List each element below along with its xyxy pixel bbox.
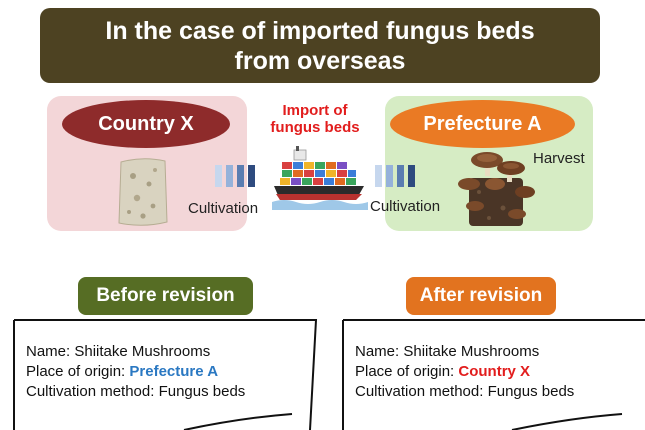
progress-arrow-icon <box>215 165 255 187</box>
harvest-label: Harvest <box>533 150 585 167</box>
before-card-curl <box>184 414 292 430</box>
arrow-bar-3 <box>237 165 244 187</box>
shiitake-cluster-icon <box>455 148 537 228</box>
after-origin-prefix: Place of origin: <box>355 363 458 380</box>
progress-arrow-icon-right <box>375 165 415 187</box>
country-x-badge: Country X <box>62 100 230 148</box>
country-x-label: Country X <box>98 113 194 136</box>
after-revision-text: After revision <box>420 285 542 307</box>
after-label-card: Name: Shiitake Mushrooms Place of origin… <box>355 342 574 402</box>
after-name-line: Name: Shiitake Mushrooms <box>355 342 574 362</box>
arrow-bar-1 <box>215 165 222 187</box>
after-method-line: Cultivation method: Fungus beds <box>355 382 574 402</box>
before-origin-line: Place of origin: Prefecture A <box>26 362 245 382</box>
arrow-bar-4 <box>248 165 255 187</box>
before-method-line: Cultivation method: Fungus beds <box>26 382 245 402</box>
prefecture-a-badge: Prefecture A <box>390 100 575 148</box>
title-line-2: from overseas <box>40 46 600 76</box>
after-card-curl <box>512 414 622 430</box>
before-origin-prefix: Place of origin: <box>26 363 129 380</box>
after-revision-label: After revision <box>406 277 556 315</box>
import-label: Import of fungus beds <box>252 102 378 136</box>
before-origin-value: Prefecture A <box>129 363 218 380</box>
before-label-card: Name: Shiitake Mushrooms Place of origin… <box>26 342 245 402</box>
arrow-bar-1 <box>375 165 382 187</box>
cargo-ship-icon <box>272 146 368 210</box>
arrow-bar-2 <box>386 165 393 187</box>
arrow-bar-3 <box>397 165 404 187</box>
title-banner: In the case of imported fungus beds from… <box>40 8 600 83</box>
import-label-line-1: Import of <box>252 102 378 119</box>
arrow-bar-4 <box>408 165 415 187</box>
after-origin-line: Place of origin: Country X <box>355 362 574 382</box>
title-line-1: In the case of imported fungus beds <box>40 16 600 46</box>
fungus-bed-block-icon <box>115 156 171 228</box>
prefecture-a-label: Prefecture A <box>423 113 541 136</box>
cultivation-label-right: Cultivation <box>370 198 440 215</box>
after-origin-value: Country X <box>458 363 530 380</box>
arrow-bar-2 <box>226 165 233 187</box>
before-revision-text: Before revision <box>96 285 234 307</box>
before-revision-label: Before revision <box>78 277 253 315</box>
cultivation-label-left: Cultivation <box>188 200 258 217</box>
before-name-line: Name: Shiitake Mushrooms <box>26 342 245 362</box>
import-label-line-2: fungus beds <box>252 119 378 136</box>
